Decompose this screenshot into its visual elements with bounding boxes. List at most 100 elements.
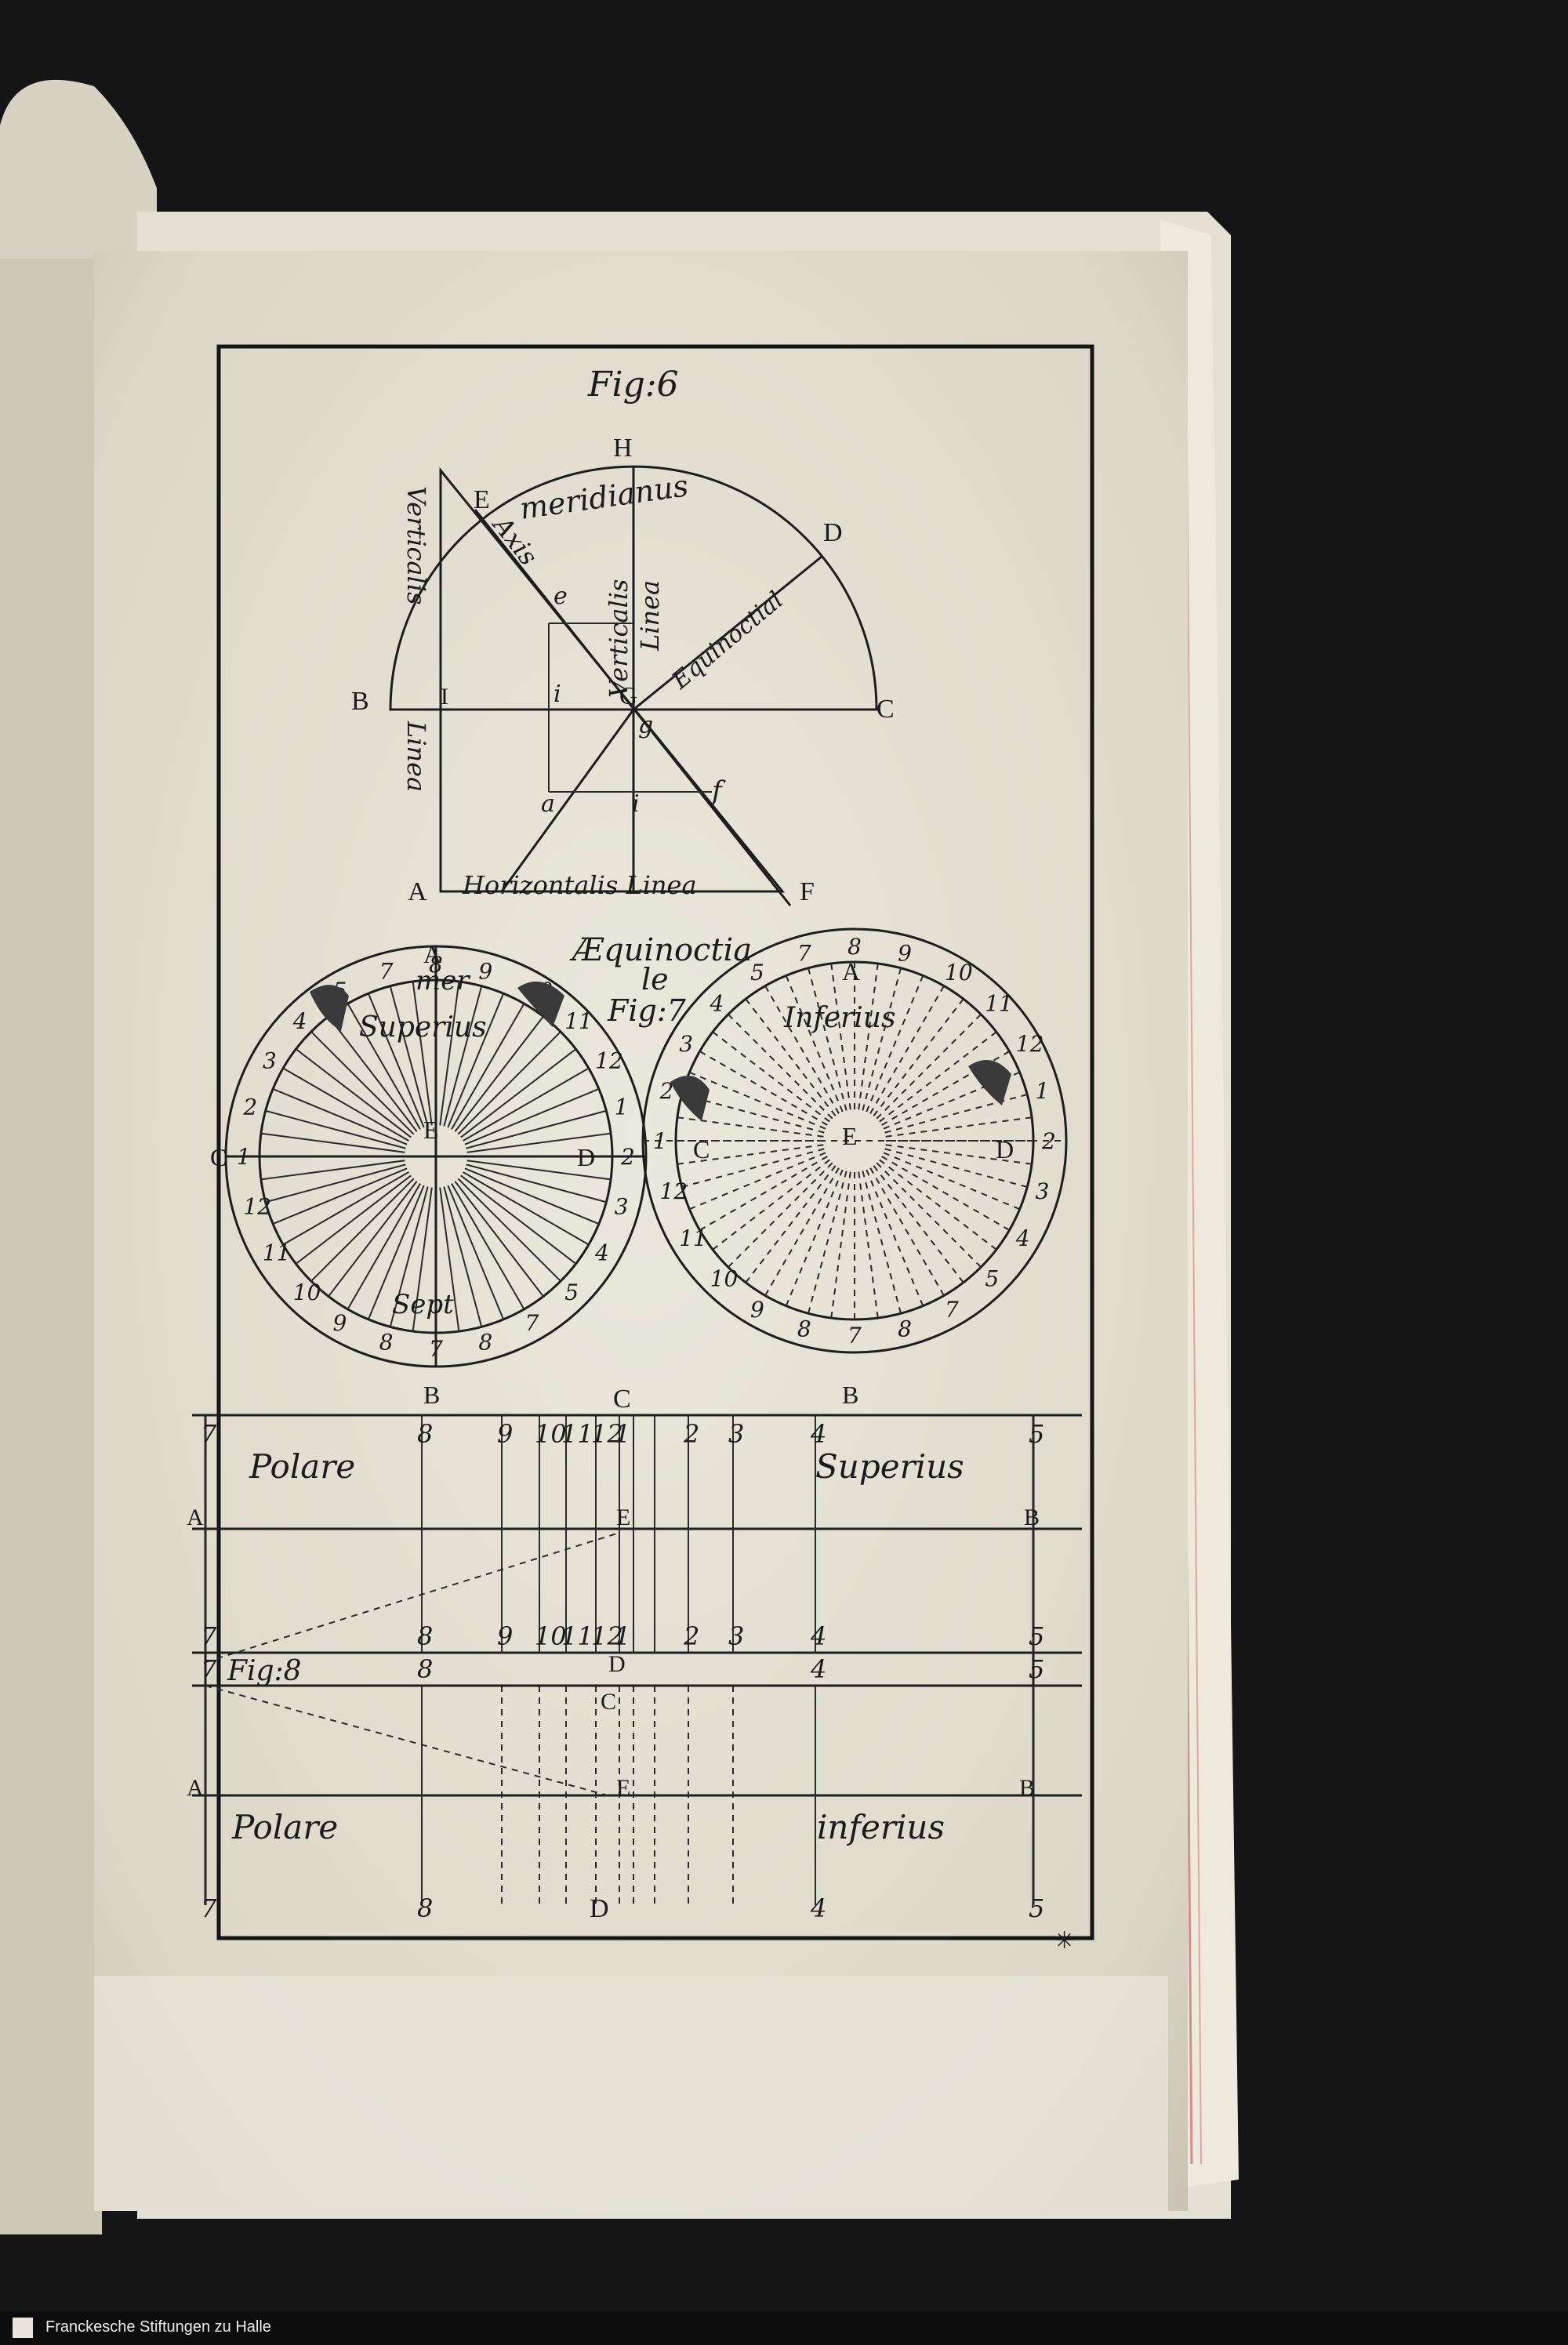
fig8-hour-numeral: 2	[683, 1419, 699, 1449]
dial-right-point-C: C	[693, 1135, 710, 1163]
fig8-hour-numeral: 12	[591, 1419, 623, 1449]
dial-hour-numeral: 11	[985, 991, 1013, 1017]
point-A: A	[408, 877, 427, 906]
dial-ray	[310, 1178, 415, 1282]
fig8-hour-numeral: 8	[417, 1621, 433, 1651]
dial-ray	[454, 1015, 544, 1132]
fig8-letter-E-top: E	[616, 1505, 630, 1530]
dial-ray	[466, 1132, 612, 1153]
dial-ray	[862, 1171, 902, 1314]
dial-hour-numeral: 11	[679, 1225, 707, 1251]
dial-ray	[464, 1167, 600, 1225]
fig8-hour-numeral: 4	[810, 1419, 826, 1449]
fig8-hour-numeral: 10	[535, 1419, 567, 1449]
dial-ray	[460, 1048, 577, 1138]
dial-ray	[457, 1178, 561, 1282]
fig8-letter-E-bottom: E	[616, 1775, 630, 1801]
fig8-letter-C-mid: C	[601, 1689, 616, 1715]
point-E: E	[474, 485, 490, 514]
fig8-hour-numeral: 4	[810, 1893, 826, 1923]
dial-hour-numeral: 1	[1036, 1078, 1050, 1104]
dial-hour-numeral: 12	[1016, 1031, 1044, 1057]
dial-hour-numeral: 3	[679, 1031, 693, 1057]
institution-logo-icon	[13, 2318, 33, 2338]
dial-ray	[328, 1181, 418, 1298]
fig8-hour-numeral: 5	[1029, 1621, 1044, 1651]
footer-credit: Franckesche Stiftungen zu Halle	[45, 2318, 271, 2336]
dial-ray	[457, 1031, 561, 1135]
point-F: F	[800, 877, 815, 906]
dial-ray	[808, 1171, 848, 1314]
point-B: B	[351, 687, 369, 716]
dial-ray	[412, 981, 433, 1126]
dial-ray	[866, 975, 924, 1113]
dial-superius: A mer Superius Sept C D E B 789101112123…	[210, 940, 648, 1409]
dial-hour-numeral: 3	[263, 1048, 277, 1074]
dial-hour-numeral: 4	[1015, 1225, 1030, 1251]
dial-hour-numeral: 7	[797, 940, 811, 966]
label-verticalis-left: Verticalis	[401, 486, 431, 604]
point-i-upper: i	[554, 681, 561, 708]
projection-line	[205, 1532, 620, 1663]
dial-ray	[764, 986, 840, 1114]
dial-hour-numeral: 7	[525, 1310, 539, 1336]
dial-ray	[728, 1162, 833, 1268]
fig8-hour-numeral: 11	[561, 1621, 593, 1651]
dial-hour-numeral: 9	[750, 1297, 764, 1323]
dial-ray	[260, 1132, 405, 1153]
fig8-letter-D-mid: D	[608, 1651, 626, 1677]
fig8-hour-numeral: 10	[535, 1621, 567, 1651]
dial-left-label-mer: mer	[416, 965, 470, 996]
dial-hour-numeral: 12	[243, 1193, 271, 1219]
label-verticalis: Verticalis	[604, 579, 633, 698]
fig8-letter-A-top: A	[187, 1505, 204, 1530]
fig8-hour-numeral: 12	[591, 1621, 623, 1651]
dial-ray	[265, 1163, 406, 1203]
dial-ray	[884, 1148, 1028, 1188]
dial-ray	[883, 1152, 1021, 1211]
dial-ray	[699, 1156, 828, 1231]
dial-ray	[885, 1144, 1033, 1165]
gnomon-shadow	[968, 1060, 1011, 1105]
dial-hour-numeral: 9	[898, 940, 912, 966]
dial-hour-numeral: 1	[615, 1094, 629, 1120]
dial-ray	[745, 1165, 837, 1283]
dial-ray	[367, 1185, 425, 1320]
dial-ray	[295, 1174, 412, 1265]
dial-ray	[688, 1152, 826, 1211]
dial-ray	[310, 1031, 415, 1135]
fig7-title: Fig:7	[607, 993, 687, 1028]
fig8-hour-numeral: 5	[1029, 1893, 1044, 1923]
dial-ray	[260, 1160, 405, 1181]
dial-hour-numeral: 11	[564, 1008, 593, 1034]
dial-hour-numeral: 7	[945, 1297, 959, 1323]
dial-right-point-A: A	[842, 957, 860, 986]
fig8-label-polare-bottom: Polare	[231, 1808, 338, 1846]
dial-hour-numeral: 3	[1036, 1178, 1050, 1204]
dial-ray	[454, 1181, 544, 1298]
dial-right-point-D: D	[996, 1135, 1014, 1163]
dial-ray	[463, 1171, 590, 1246]
dial-right-point-B: B	[842, 1381, 858, 1409]
dial-ray	[699, 1051, 828, 1126]
dial-ray	[443, 986, 483, 1127]
dial-ray	[879, 1159, 997, 1251]
dial-ray	[412, 1187, 433, 1332]
dial-ray	[885, 1116, 1033, 1138]
dial-ray	[866, 1169, 924, 1307]
fig8-hour-numeral: 11	[561, 1419, 593, 1449]
figure-8: C A E B D C A E B D Polare Superius Pola…	[187, 1385, 1082, 1954]
dial-hour-numeral: 10	[293, 1280, 321, 1305]
dial-ray	[463, 1067, 590, 1142]
dial-ray	[879, 1031, 997, 1123]
dial-hour-numeral: 3	[615, 1193, 629, 1219]
dial-ray	[272, 1087, 408, 1145]
dial-left-label-sept: Sept	[392, 1289, 454, 1320]
dial-ray	[447, 1185, 505, 1320]
fig8-hour-numeral: 1	[615, 1621, 630, 1651]
fig8-label-superius: Superius	[815, 1447, 964, 1486]
dial-ray	[873, 1165, 964, 1283]
dial-ray	[677, 1144, 824, 1165]
